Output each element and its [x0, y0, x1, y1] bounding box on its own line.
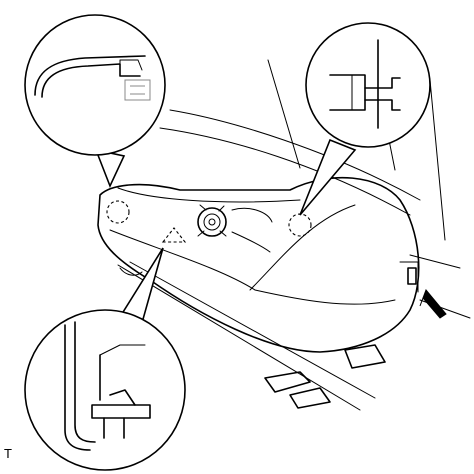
side-bracket: [399, 261, 419, 293]
callout-hook-detail-top-right: [299, 22, 431, 216]
clip-location-marker: [161, 227, 187, 243]
figure-code: T: [4, 446, 12, 461]
recliner-bolt: [197, 204, 273, 253]
callout-claw-detail-top-left: [24, 14, 166, 189]
seat-rail: [117, 261, 386, 411]
claw-location-marker-left: [106, 200, 130, 224]
callout-clip-detail-bottom-left: [24, 247, 186, 471]
arrow-pointer-icon: [419, 289, 447, 319]
